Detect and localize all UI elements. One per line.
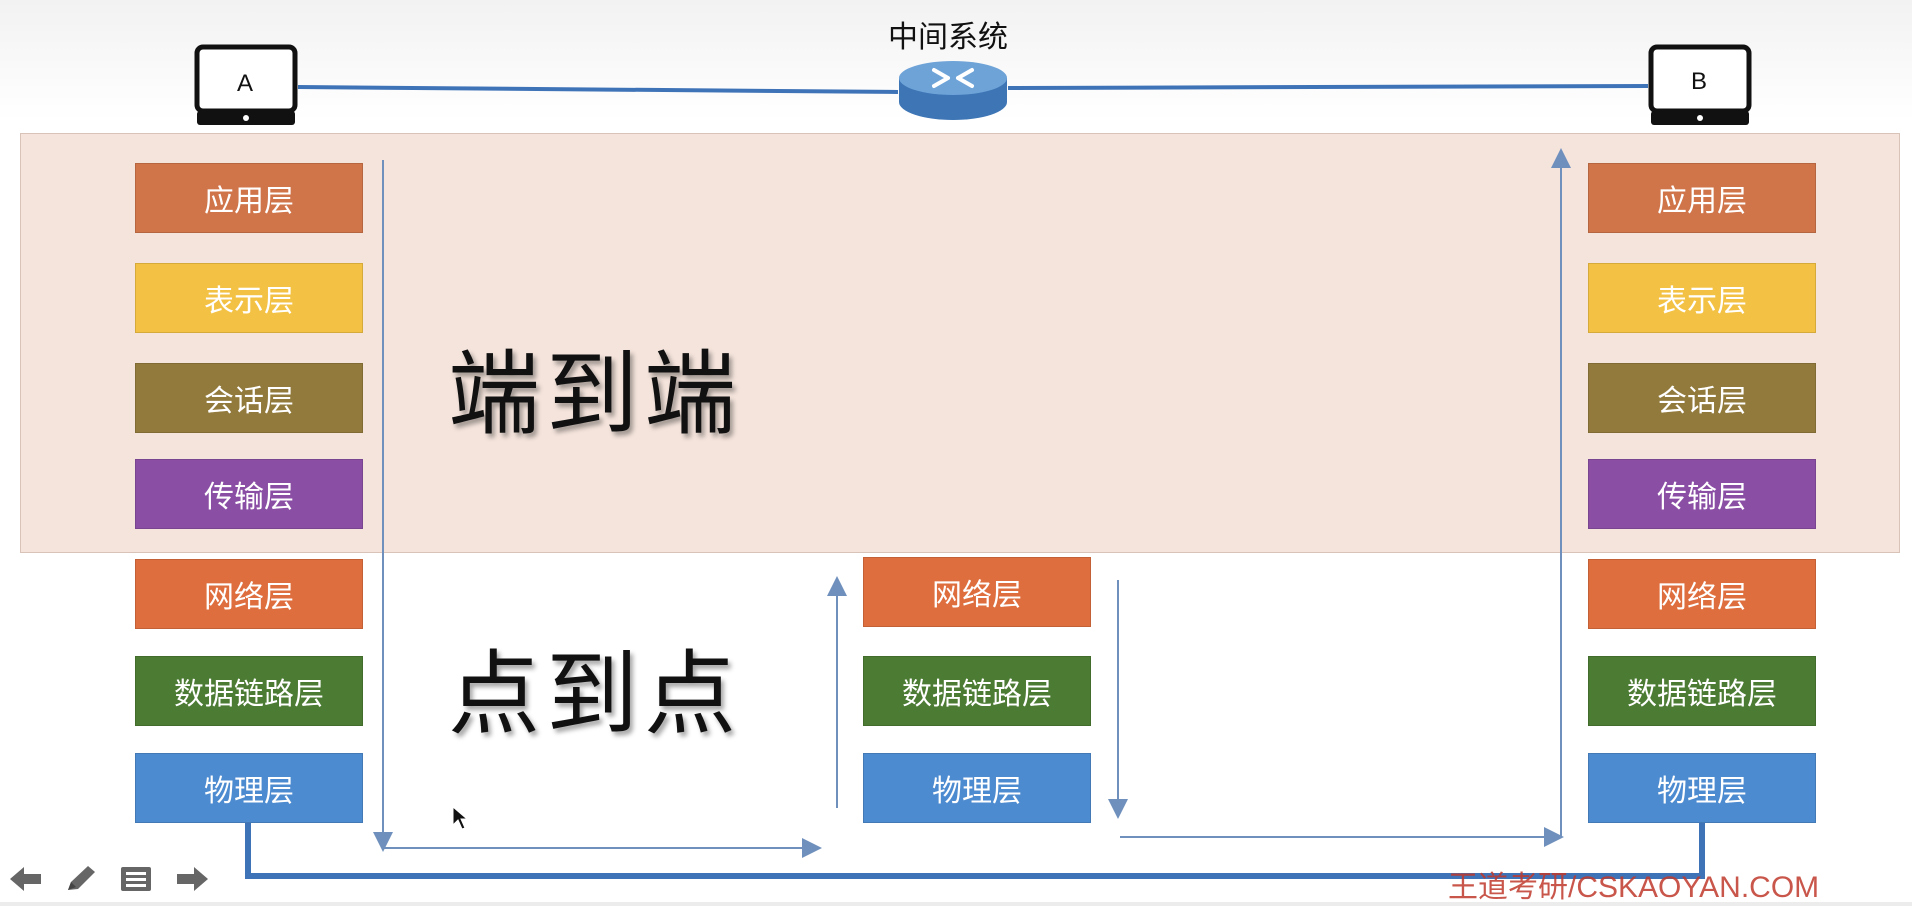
host-b-label: B: [1690, 68, 1707, 95]
menu-icon[interactable]: [118, 864, 154, 894]
end-to-end-label: 端到端: [448, 341, 743, 448]
host-a-presentation-layer: 表示层: [135, 263, 363, 333]
router-physical-layer: 物理层: [863, 753, 1091, 823]
host-a-datalink-layer: 数据链路层: [135, 656, 363, 726]
mouse-cursor-icon: [452, 805, 469, 830]
router-network-layer: 网络层: [863, 557, 1091, 627]
host-b-physical-layer: 物理层: [1588, 753, 1816, 823]
router-datalink-layer: 数据链路层: [863, 656, 1091, 726]
top-link-left: [297, 85, 899, 94]
host-b-application-layer: 应用层: [1588, 163, 1816, 233]
point-to-point-label: 点到点: [448, 641, 743, 748]
host-a-session-layer: 会话层: [135, 363, 363, 433]
host-b-network-layer: 网络层: [1588, 559, 1816, 629]
host-a-label: A: [236, 70, 253, 97]
bottom-physical-link: [245, 823, 1705, 879]
computer-b-icon: [1648, 44, 1752, 125]
host-a-physical-layer: 物理层: [135, 753, 363, 823]
computer-a-icon: [194, 44, 298, 125]
forward-arrow-icon[interactable]: [174, 864, 210, 894]
router-label: 中间系统: [888, 20, 1008, 55]
pen-icon[interactable]: [62, 864, 98, 894]
host-b-session-layer: 会话层: [1588, 363, 1816, 433]
top-link-right: [1007, 84, 1649, 90]
router-icon: [899, 61, 1007, 120]
watermark: 王道考研/CSKAOYAN.COM: [1448, 871, 1820, 904]
host-a-network-layer: 网络层: [135, 559, 363, 629]
host-a-transport-layer: 传输层: [135, 459, 363, 529]
host-b-presentation-layer: 表示层: [1588, 263, 1816, 333]
back-arrow-icon[interactable]: [8, 864, 44, 894]
host-b-datalink-layer: 数据链路层: [1588, 656, 1816, 726]
host-a-application-layer: 应用层: [135, 163, 363, 233]
host-b-transport-layer: 传输层: [1588, 459, 1816, 529]
